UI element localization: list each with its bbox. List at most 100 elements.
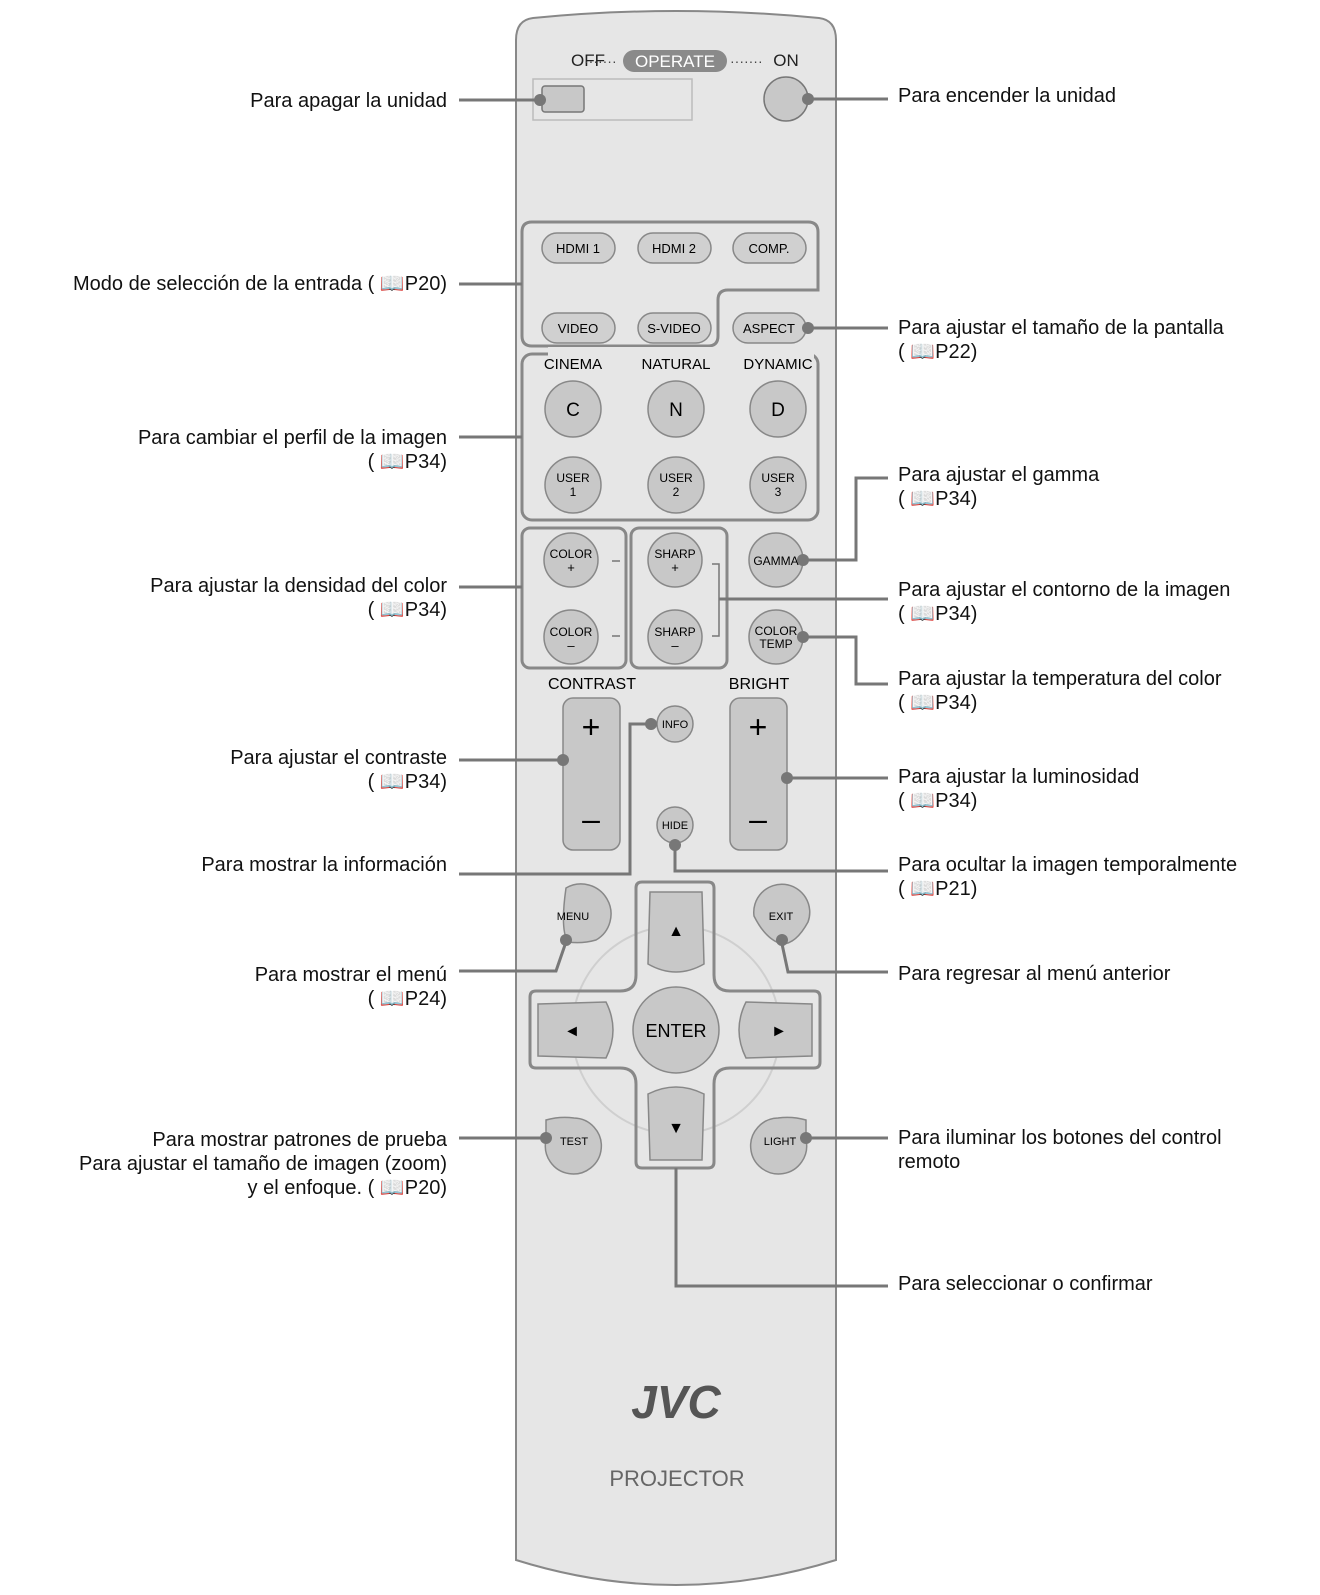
callout-colortemp-ref: ( 📖P34) xyxy=(898,692,978,714)
color-minus-label-2: – xyxy=(567,638,575,653)
natural-button-label: N xyxy=(669,400,683,421)
on-label: ON xyxy=(773,51,799,70)
callout-test-line2: Para ajustar el tamaño de imagen (zoom) xyxy=(79,1153,447,1175)
callout-contrast-ref: ( 📖P34) xyxy=(367,771,447,793)
user3-label-line1: USER xyxy=(761,471,795,485)
callout-color-ref: ( 📖P34) xyxy=(367,599,447,621)
callout-input: Modo de selección de la entrada ( 📖P20) xyxy=(73,272,447,296)
dot-test xyxy=(540,1132,552,1144)
dot-off xyxy=(534,94,546,106)
user1-label-line1: USER xyxy=(556,471,590,485)
user3-button[interactable] xyxy=(749,456,807,514)
input-group-outline xyxy=(520,220,820,348)
color-plus-button[interactable] xyxy=(543,532,599,588)
leader-dots xyxy=(534,93,814,1144)
svideo-button[interactable] xyxy=(637,312,712,344)
svideo-label: S-VIDEO xyxy=(647,321,700,336)
user1-button[interactable] xyxy=(544,456,602,514)
aspect-label: ASPECT xyxy=(743,321,795,336)
callout-on: Para encender la unidad xyxy=(898,84,1116,108)
dot-bright xyxy=(781,772,793,784)
video-button[interactable] xyxy=(541,312,616,344)
light-button[interactable] xyxy=(749,1116,808,1175)
left-arrow: ◄ xyxy=(564,1023,580,1040)
leader-menu xyxy=(459,941,568,973)
sharp-minus-label-1: SHARP xyxy=(654,625,695,639)
callout-colortemp-text: Para ajustar la temperatura del color xyxy=(898,668,1222,690)
comp-button[interactable] xyxy=(732,232,807,264)
dot-colortemp xyxy=(797,631,809,643)
natural-button[interactable] xyxy=(647,380,705,438)
book-icon: 📖 xyxy=(910,790,936,812)
callout-input-line: Modo de selección de la entrada ( 📖P20) xyxy=(72,273,447,295)
user3-label-line2: 3 xyxy=(775,485,782,499)
contrast-rocker[interactable] xyxy=(562,697,621,851)
sharp-plus-button[interactable] xyxy=(647,532,703,588)
callout-sharp-text: Para ajustar el contorno de la imagen xyxy=(898,579,1231,601)
hdmi1-label: HDMI 1 xyxy=(556,241,600,256)
hdmi2-button[interactable] xyxy=(637,232,712,264)
book-icon: 📖 xyxy=(910,488,936,510)
callout-contrast-text: Para ajustar el contraste xyxy=(230,747,447,769)
cinema-button[interactable] xyxy=(544,380,602,438)
callout-color: Para ajustar la densidad del color ( 📖P3… xyxy=(150,574,447,622)
callout-light: Para iluminar los botones del control re… xyxy=(898,1126,1222,1174)
dot-exit xyxy=(776,934,788,946)
book-icon: 📖 xyxy=(379,1177,405,1199)
right-button[interactable] xyxy=(738,1001,813,1059)
color-temp-label-1: COLOR xyxy=(755,624,798,638)
left-button[interactable] xyxy=(537,1001,614,1059)
test-button[interactable] xyxy=(544,1116,603,1175)
color-temp-label-2: TEMP xyxy=(759,637,792,651)
on-button[interactable] xyxy=(763,76,809,122)
dot-gamma xyxy=(797,554,809,566)
color-group-outline xyxy=(520,526,628,670)
leader-lines xyxy=(459,97,888,1288)
callout-on-text: Para encender la unidad xyxy=(898,85,1116,107)
dot-hide xyxy=(669,839,681,851)
up-arrow: ▲ xyxy=(668,923,684,940)
leader-colortemp xyxy=(803,635,888,686)
down-button[interactable] xyxy=(647,1086,705,1161)
hdmi1-button[interactable] xyxy=(541,232,616,264)
callout-bright: Para ajustar la luminosidad ( 📖P34) xyxy=(898,765,1139,813)
callout-gamma-text: Para ajustar el gamma xyxy=(898,464,1100,486)
callout-menu: Para mostrar el menú ( 📖P24) xyxy=(255,963,447,1011)
callout-profile-ref: ( 📖P34) xyxy=(367,451,447,473)
bright-minus: – xyxy=(749,801,767,837)
operate-dots-left: ······· xyxy=(584,53,617,69)
color-minus-label-1: COLOR xyxy=(550,625,593,639)
color-minus-button[interactable] xyxy=(543,609,599,665)
dynamic-button[interactable] xyxy=(749,380,807,438)
sharp-plus-label-1: SHARP xyxy=(654,547,695,561)
enter-button[interactable] xyxy=(632,986,720,1074)
color-plus-label-2: + xyxy=(567,560,575,575)
callout-aspect: Para ajustar el tamaño de la pantalla ( … xyxy=(898,316,1224,364)
user1-label-line2: 1 xyxy=(570,485,577,499)
enter-label: ENTER xyxy=(645,1021,706,1041)
callout-sharp: Para ajustar el contorno de la imagen ( … xyxy=(898,578,1230,626)
callout-exit-text: Para regresar al menú anterior xyxy=(898,963,1171,985)
callout-menu-ref: ( 📖P24) xyxy=(367,988,447,1010)
callout-sharp-ref: ( 📖P34) xyxy=(898,603,978,625)
dot-on xyxy=(802,93,814,105)
callout-bright-text: Para ajustar la luminosidad xyxy=(898,766,1140,788)
nav-cross-outline xyxy=(528,880,822,1170)
callout-exit: Para regresar al menú anterior xyxy=(898,962,1170,986)
leader-cursor xyxy=(674,1168,888,1288)
hide-label: HIDE xyxy=(662,820,688,832)
off-button[interactable] xyxy=(541,85,585,113)
book-icon: 📖 xyxy=(910,341,936,363)
callout-test: Para mostrar patrones de prueba Para aju… xyxy=(79,1128,447,1200)
leader-gamma xyxy=(803,476,888,562)
color-bracket xyxy=(612,560,620,637)
book-icon: 📖 xyxy=(379,273,405,295)
comp-label: COMP. xyxy=(749,241,790,256)
leader-info xyxy=(459,722,657,876)
up-button[interactable] xyxy=(647,891,705,973)
callout-hide-ref: ( 📖P21) xyxy=(898,878,978,900)
sharp-minus-button[interactable] xyxy=(647,609,703,665)
user2-button[interactable] xyxy=(647,456,705,514)
dot-contrast xyxy=(557,754,569,766)
